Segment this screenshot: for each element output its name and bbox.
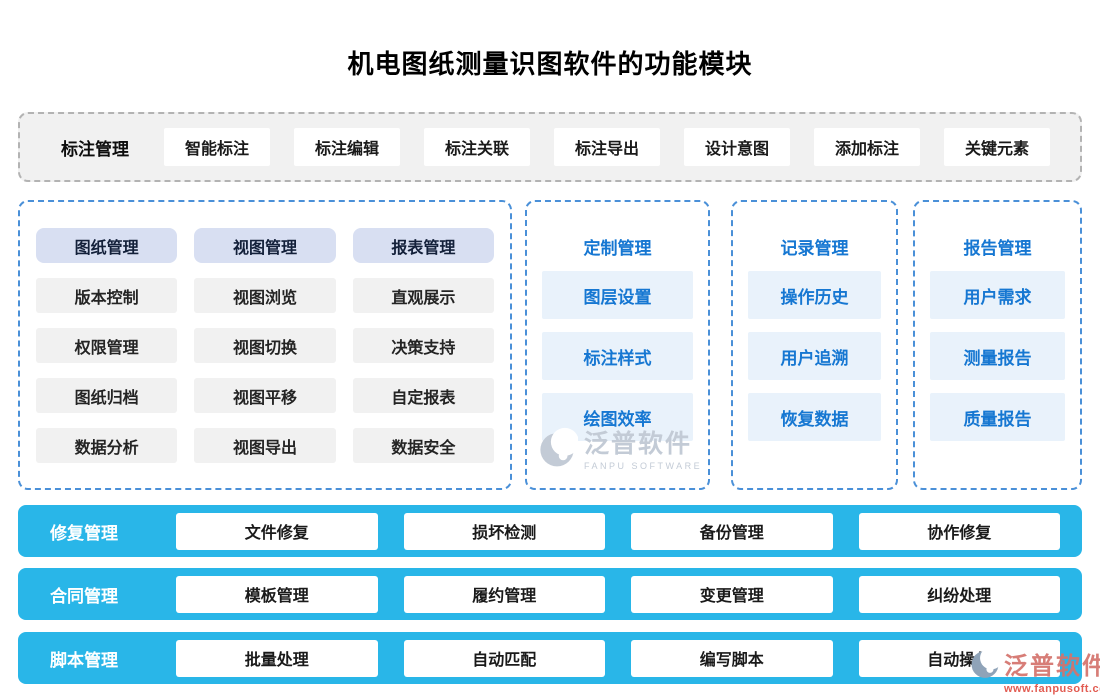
button-auto-match[interactable]: 自动匹配 xyxy=(403,639,605,677)
button-layer-settings[interactable]: 图层设置 xyxy=(542,271,693,319)
button-visual-display[interactable]: 直观展示 xyxy=(352,278,494,313)
button-annotate-edit[interactable]: 标注编辑 xyxy=(294,128,400,166)
button-annotate-export[interactable]: 标注导出 xyxy=(554,128,660,166)
button-key-elements[interactable]: 关键元素 xyxy=(944,128,1050,166)
button-drawing-efficiency[interactable]: 绘图效率 xyxy=(542,393,693,441)
button-annotate-link[interactable]: 标注关联 xyxy=(424,128,530,166)
annotation-row-label: 标注管理 xyxy=(61,139,129,159)
button-view-export[interactable]: 视图导出 xyxy=(194,428,336,463)
button-smart-annotate[interactable]: 智能标注 xyxy=(164,128,270,166)
button-batch-process[interactable]: 批量处理 xyxy=(176,639,378,677)
header-view-management[interactable]: 视图管理 xyxy=(194,228,336,263)
button-view-pan[interactable]: 视图平移 xyxy=(194,378,336,413)
header-drawing-management[interactable]: 图纸管理 xyxy=(36,228,178,263)
button-annotation-style[interactable]: 标注样式 xyxy=(542,332,693,380)
button-file-repair[interactable]: 文件修复 xyxy=(176,512,378,550)
label-contract-management: 合同管理 xyxy=(50,586,118,606)
button-drawing-archive[interactable]: 图纸归档 xyxy=(36,378,178,413)
title-report-management: 报告管理 xyxy=(963,239,1032,258)
button-template-mgmt[interactable]: 模板管理 xyxy=(176,575,378,613)
button-version-control[interactable]: 版本控制 xyxy=(36,278,178,313)
button-quality-report[interactable]: 质量报告 xyxy=(930,393,1065,441)
panel-report-management: 报告管理 用户需求 测量报告 质量报告 xyxy=(913,200,1082,490)
title-record-management: 记录管理 xyxy=(780,239,849,258)
button-decision-support[interactable]: 决策支持 xyxy=(352,328,494,363)
button-view-switch[interactable]: 视图切换 xyxy=(194,328,336,363)
fanpu-watermark-url: www.fanpusoft.com xyxy=(1004,683,1100,695)
bar-script-management: 脚本管理 批量处理 自动匹配 编写脚本 自动操作 xyxy=(18,632,1082,684)
bar-contract-management: 合同管理 模板管理 履约管理 变更管理 纠纷处理 xyxy=(18,568,1082,620)
button-permission-mgmt[interactable]: 权限管理 xyxy=(36,328,178,363)
panel-record-management: 记录管理 操作历史 用户追溯 恢复数据 xyxy=(731,200,898,490)
button-change-mgmt[interactable]: 变更管理 xyxy=(631,575,833,613)
button-backup-mgmt[interactable]: 备份管理 xyxy=(631,512,833,550)
page-title: 机电图纸测量识图软件的功能模块 xyxy=(347,49,753,79)
panel-drawing-view-report: 图纸管理 视图管理 报表管理 版本控制 视图浏览 直观展示 权限管理 视图切换 … xyxy=(18,200,512,490)
button-dispute-handle[interactable]: 纠纷处理 xyxy=(858,575,1060,613)
button-view-browse[interactable]: 视图浏览 xyxy=(194,278,336,313)
button-auto-operate[interactable]: 自动操作 xyxy=(858,639,1060,677)
button-restore-data[interactable]: 恢复数据 xyxy=(748,393,881,441)
middle-panels: 图纸管理 视图管理 报表管理 版本控制 视图浏览 直观展示 权限管理 视图切换 … xyxy=(18,200,1082,490)
button-data-analysis[interactable]: 数据分析 xyxy=(36,428,178,463)
button-design-intent[interactable]: 设计意图 xyxy=(684,128,790,166)
button-user-trace[interactable]: 用户追溯 xyxy=(748,332,881,380)
button-user-requirements[interactable]: 用户需求 xyxy=(930,271,1065,319)
label-script-management: 脚本管理 xyxy=(50,650,118,670)
button-data-security[interactable]: 数据安全 xyxy=(352,428,494,463)
button-operation-history[interactable]: 操作历史 xyxy=(748,271,881,319)
label-repair-management: 修复管理 xyxy=(50,523,118,543)
panel-custom-management: 定制管理 图层设置 标注样式 绘图效率 xyxy=(525,200,710,490)
button-add-annotation[interactable]: 添加标注 xyxy=(814,128,920,166)
title-custom-management: 定制管理 xyxy=(583,239,652,258)
button-performance-mgmt[interactable]: 履约管理 xyxy=(403,575,605,613)
button-collab-repair[interactable]: 协作修复 xyxy=(858,512,1060,550)
button-custom-report[interactable]: 自定报表 xyxy=(352,378,494,413)
button-write-script[interactable]: 编写脚本 xyxy=(631,639,833,677)
button-damage-detect[interactable]: 损坏检测 xyxy=(403,512,605,550)
button-measure-report[interactable]: 测量报告 xyxy=(930,332,1065,380)
bar-repair-management: 修复管理 文件修复 损坏检测 备份管理 协作修复 xyxy=(18,505,1082,557)
header-report-management[interactable]: 报表管理 xyxy=(352,228,494,263)
annotation-management-row: 标注管理 智能标注 标注编辑 标注关联 标注导出 设计意图 添加标注 关键元素 xyxy=(18,112,1082,182)
